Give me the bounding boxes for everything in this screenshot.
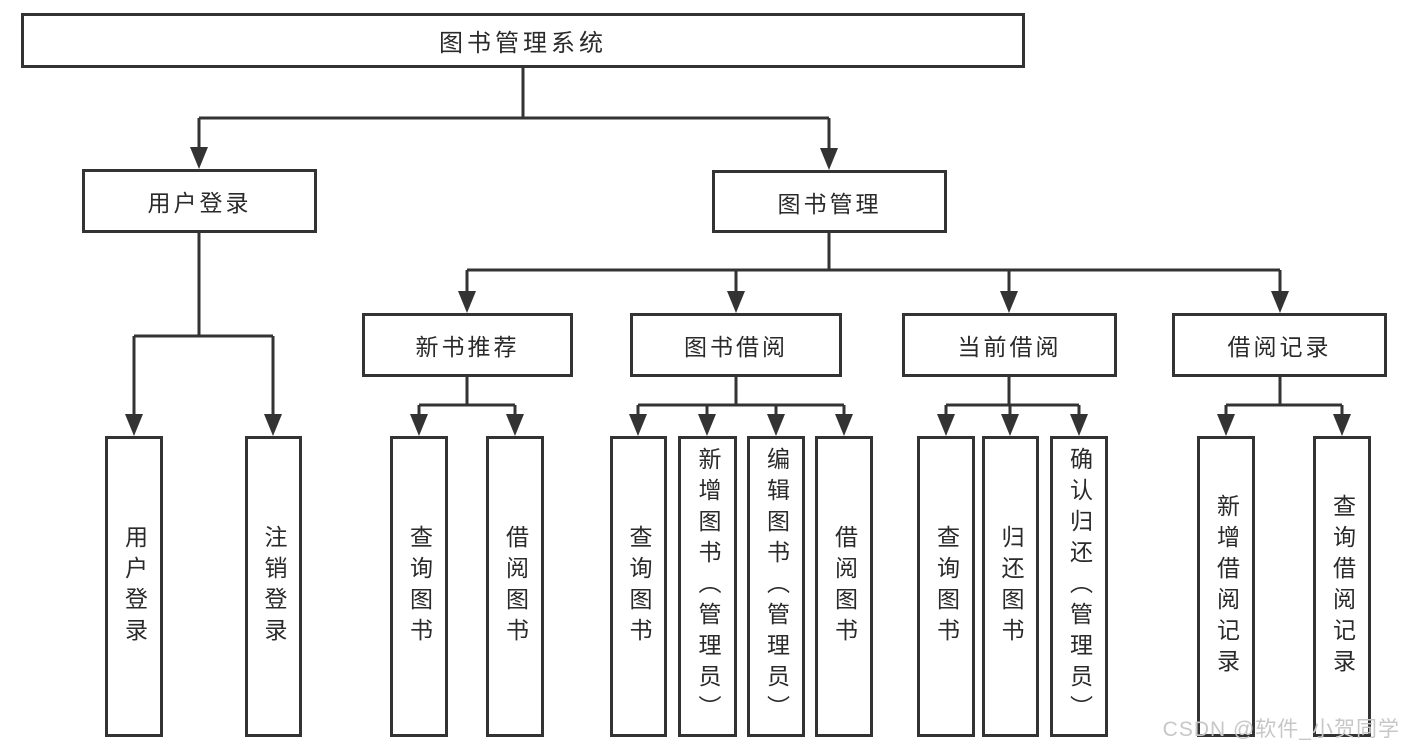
node-library-management-system: 图书管理系统 [21,13,1025,68]
node-label: 新增图书（管理员） [695,447,721,726]
node-label: 注销登录 [261,524,287,649]
arrowhead [1271,291,1289,313]
arrowhead [1000,291,1018,313]
node-label: 借阅图书 [831,524,858,649]
node-label: 新书推荐 [415,334,520,360]
leaf-current-query-books: 查询图书 [917,436,975,737]
node-label: 用户登录 [121,524,148,649]
leaf-logout: 注销登录 [245,436,302,737]
node-label: 图书管理系统 [439,30,607,57]
arrowhead [190,147,208,169]
arrowhead [506,414,524,436]
arrowhead [820,148,838,170]
arrowhead [264,414,282,436]
arrowhead [458,291,476,313]
leaf-borrowing-query-books: 查询图书 [610,436,667,737]
leaf-current-return-books: 归还图书 [982,436,1039,737]
arrowhead [1070,414,1088,436]
node-label: 图书管理 [777,190,882,217]
node-label: 查询图书 [933,524,960,649]
csdn-watermark: CSDN @软件_小贺同学 [1162,718,1400,741]
leaf-current-confirm-return-admin: 确认归还（管理员） [1050,436,1108,737]
leaf-user-login: 用户登录 [105,436,163,737]
leaf-recommend-borrow-books: 借阅图书 [486,436,544,737]
connector-paths [132,68,1344,420]
node-label: 确认归还（管理员） [1066,447,1093,726]
node-label: 图书借阅 [684,334,788,360]
node-borrowing-records: 借阅记录 [1172,313,1387,377]
node-book-management: 图书管理 [712,170,947,233]
leaf-records-query-record: 查询借阅记录 [1313,436,1371,737]
arrowhead [937,414,955,436]
node-label: 借阅图书 [502,524,529,649]
leaf-records-add-record: 新增借阅记录 [1197,436,1255,737]
leaf-borrowing-edit-books-admin: 编辑图书（管理员） [747,436,805,737]
arrowhead [629,414,647,436]
node-book-borrowing: 图书借阅 [630,313,842,377]
node-current-borrowing: 当前借阅 [902,313,1117,377]
leaf-borrowing-add-books-admin: 新增图书（管理员） [678,436,737,737]
node-label: 新增借阅记录 [1213,493,1240,680]
arrowhead [727,291,745,313]
node-label: 编辑图书（管理员） [763,447,790,726]
node-label: 借阅记录 [1227,334,1332,360]
node-label: 归还图书 [998,524,1024,649]
node-label: 查询借阅记录 [1329,493,1356,680]
node-label: 用户登录 [147,190,252,216]
arrowhead [1333,414,1351,436]
arrowhead [1001,414,1019,436]
arrowhead [125,414,143,436]
leaf-borrowing-borrow-books: 借阅图书 [815,436,873,737]
node-label: 查询图书 [626,524,652,649]
node-new-book-recommendation: 新书推荐 [362,313,573,377]
leaf-recommend-query-books: 查询图书 [390,436,448,737]
arrowhead [698,414,716,436]
arrowhead [410,414,428,436]
node-label: 查询图书 [406,524,433,649]
arrowheads [125,147,1351,436]
arrowhead [1217,414,1235,436]
arrowhead [767,414,785,436]
node-user-login: 用户登录 [82,169,317,233]
arrowhead [835,414,853,436]
node-label: 当前借阅 [957,334,1062,360]
